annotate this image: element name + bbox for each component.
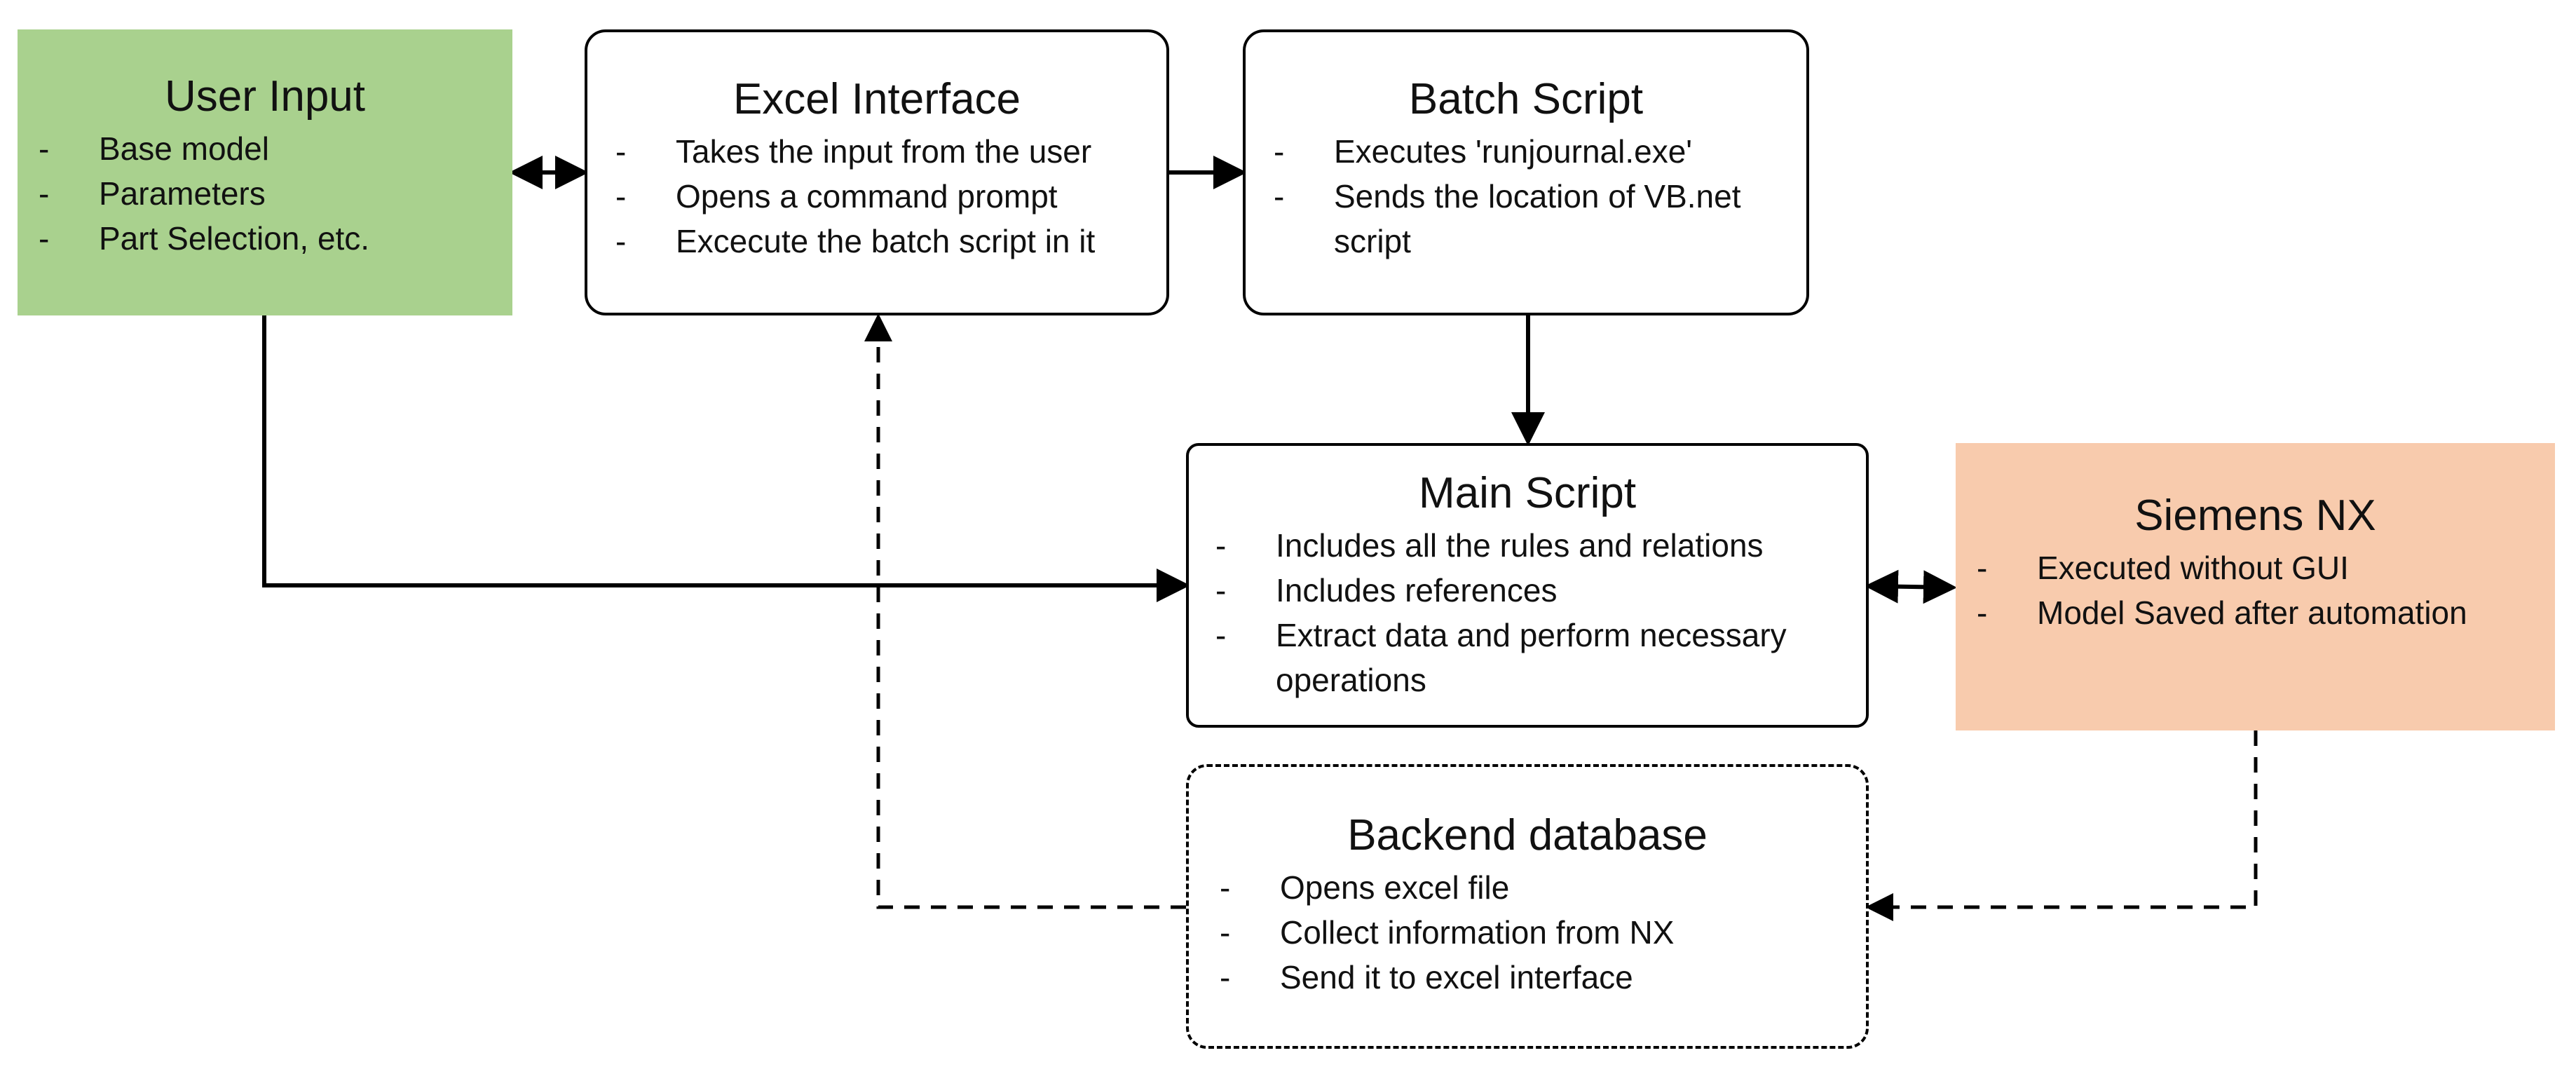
list-item: -Parameters <box>39 175 266 212</box>
edge-siemens-backend <box>1865 730 2258 921</box>
list-item: -Opens a command prompt <box>615 178 1058 215</box>
batch-script-title: Batch Script <box>1408 75 1644 123</box>
excel-interface-title: Excel Interface <box>732 75 1021 123</box>
list-item: -Send it to excel interface <box>1220 959 1633 995</box>
edge-backend-excel <box>864 313 1186 909</box>
siemens-nx-title: Siemens NX <box>2134 491 2376 540</box>
batch-script-node: Batch Script -Executes 'runjournal.exe' … <box>1243 29 1809 315</box>
list-item: -Executed without GUI <box>1977 550 2349 586</box>
siemens-nx-list: -Executed without GUI -Model Saved after… <box>1956 545 2555 635</box>
list-item: -Executes 'runjournal.exe' <box>1274 133 1693 170</box>
main-script-list: -Includes all the rules and relations -I… <box>1189 523 1832 702</box>
list-item: -Includes all the rules and relations <box>1215 527 1764 564</box>
list-item: -Extract data and perform necessary oper… <box>1215 617 1787 698</box>
user-input-title: User Input <box>164 72 366 121</box>
list-item: -Model Saved after automation <box>1977 594 2467 631</box>
list-item: -Includes references <box>1215 572 1558 609</box>
list-item: -Collect information from NX <box>1220 914 1675 951</box>
batch-script-list: -Executes 'runjournal.exe' -Sends the lo… <box>1246 129 1778 264</box>
list-item: -Takes the input from the user <box>615 133 1092 170</box>
backend-database-title: Backend database <box>1347 811 1708 859</box>
siemens-nx-node: Siemens NX -Executed without GUI -Model … <box>1956 443 2555 730</box>
edge-userinput-main <box>262 315 1190 602</box>
backend-database-node: Backend database -Opens excel file -Coll… <box>1186 764 1869 1049</box>
list-item: -Base model <box>39 130 269 167</box>
main-script-title: Main Script <box>1418 469 1637 517</box>
excel-interface-node: Excel Interface -Takes the input from th… <box>585 29 1169 315</box>
excel-interface-list: -Takes the input from the user -Opens a … <box>587 129 1166 264</box>
list-item: -Opens excel file <box>1220 869 1510 906</box>
list-item: -Part Selection, etc. <box>39 220 370 257</box>
edge-main-siemens <box>1865 569 1957 604</box>
list-item: -Excecute the batch script in it <box>615 223 1096 259</box>
user-input-node: User Input -Base model -Parameters -Part… <box>18 29 512 315</box>
list-item: -Sends the location of VB.net script <box>1274 178 1741 259</box>
user-input-list: -Base model -Parameters -Part Selection,… <box>18 126 512 261</box>
backend-database-list: -Opens excel file -Collect information f… <box>1189 865 1866 1000</box>
main-script-node: Main Script -Includes all the rules and … <box>1186 443 1869 728</box>
